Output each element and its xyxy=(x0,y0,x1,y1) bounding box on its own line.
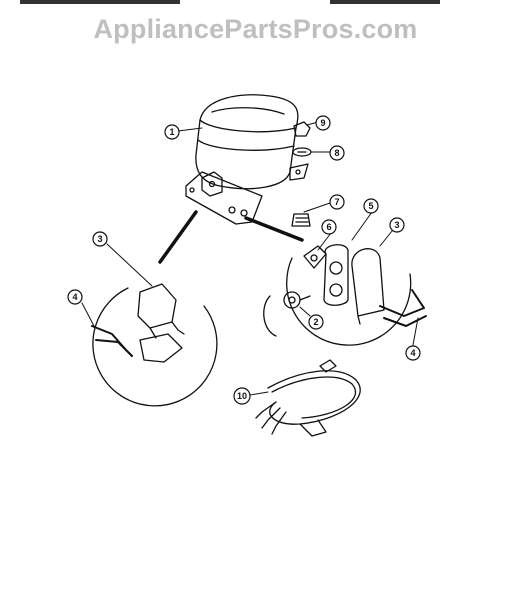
callout-2-circle xyxy=(308,314,324,330)
callout-5-circle xyxy=(363,198,379,214)
callout-7-circle xyxy=(329,194,345,210)
grommet-parts xyxy=(291,121,312,227)
leader-right xyxy=(244,216,304,242)
callout-4b-circle xyxy=(405,345,421,361)
compressor xyxy=(185,94,309,225)
start-relay-cover-left xyxy=(137,283,185,363)
left-detail-circle xyxy=(92,287,218,407)
callout-3a-circle xyxy=(92,231,108,247)
overload-protector xyxy=(263,291,311,337)
clip-right xyxy=(379,289,427,327)
callout-8-circle xyxy=(329,145,345,161)
callout-2: 2 xyxy=(313,317,318,327)
callout-7: 7 xyxy=(334,197,339,207)
terminal-cover xyxy=(351,248,385,325)
callout-6: 6 xyxy=(326,222,331,232)
callout-5: 5 xyxy=(368,201,373,211)
callout-4a-circle xyxy=(67,289,83,305)
watermark-text: AppliancePartsPros.com xyxy=(93,14,418,44)
right-detail-circle xyxy=(286,257,412,346)
leader-left xyxy=(158,210,198,264)
callout-9: 9 xyxy=(320,118,325,128)
relay-part-6 xyxy=(303,245,327,269)
relay-part-5 xyxy=(323,244,349,306)
callout-9-circle xyxy=(315,115,331,131)
callout-3-left: 3 xyxy=(97,234,102,244)
callout-6-circle xyxy=(321,219,337,235)
callout-8: 8 xyxy=(334,148,339,158)
clip-left xyxy=(91,325,133,357)
wire-harness xyxy=(255,359,361,437)
callout-4-left: 4 xyxy=(72,292,77,302)
callout-10: 10 xyxy=(237,391,247,401)
callout-10-circle xyxy=(233,387,251,405)
callout-3-right: 3 xyxy=(394,220,399,230)
callout-1-circle xyxy=(164,124,180,140)
callout-1: 1 xyxy=(169,127,174,137)
top-edge-mark-left xyxy=(20,0,180,4)
callout-4-right: 4 xyxy=(410,348,415,358)
callout-3b-circle xyxy=(389,217,405,233)
top-edge-mark-right xyxy=(330,0,440,4)
